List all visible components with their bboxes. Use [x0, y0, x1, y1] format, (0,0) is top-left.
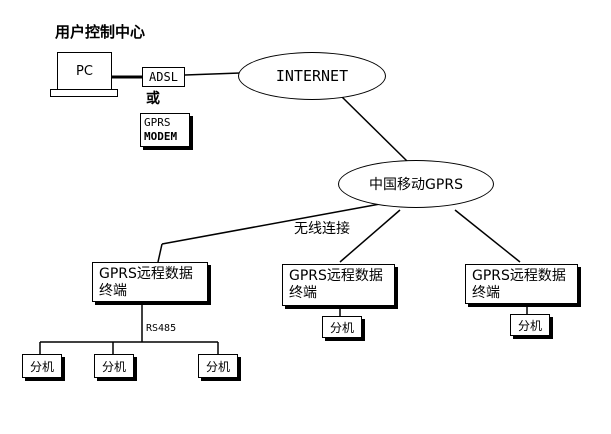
remote-terminal-2: GPRS远程数据 终端	[282, 264, 395, 306]
terminal-2-line1: GPRS远程数据	[289, 268, 383, 284]
adsl-internet-link	[184, 72, 241, 76]
wireless-label: 无线连接	[294, 221, 350, 237]
remote-terminal-3: GPRS远程数据 终端	[465, 264, 578, 304]
user-center-title: 用户控制中心	[55, 23, 146, 41]
extension-5-label: 分机	[517, 318, 542, 333]
extension-box-3: 分机	[198, 354, 238, 378]
extension-4-label: 分机	[329, 320, 354, 335]
adsl-box: ADSL	[142, 67, 185, 87]
internet-ellipse: INTERNET	[238, 52, 386, 100]
rs485-label: RS485	[146, 323, 177, 334]
china-mobile-gprs-ellipse: 中国移动GPRS	[338, 160, 494, 208]
pc-keyboard	[50, 89, 118, 97]
internet-mobile-link	[339, 94, 409, 163]
terminal-2-line2: 终端	[289, 285, 317, 301]
mobile-terminal2-link	[339, 209, 401, 263]
terminal-1-line2: 终端	[99, 283, 127, 299]
mobile-terminal3-link	[454, 209, 521, 263]
extension-2-label: 分机	[101, 359, 126, 374]
pc-label: PC	[76, 63, 93, 79]
extension-box-5: 分机	[510, 314, 550, 336]
adsl-label: ADSL	[149, 70, 178, 84]
internet-label: INTERNET	[275, 67, 349, 85]
terminal-3-line2: 终端	[472, 285, 500, 301]
extension-1-label: 分机	[29, 359, 54, 374]
gprs-modem-line2: MODEM	[144, 130, 178, 143]
or-label: 或	[146, 91, 160, 107]
extension-box-2: 分机	[94, 354, 134, 378]
gprs-modem-box: GPRS MODEM	[140, 113, 190, 147]
extension-3-label: 分机	[205, 359, 230, 374]
extension-box-1: 分机	[22, 354, 62, 378]
gprs-modem-line1: GPRS	[144, 116, 171, 129]
terminal-1-line1: GPRS远程数据	[99, 266, 193, 282]
china-mobile-gprs-label: 中国移动GPRS	[369, 177, 463, 193]
terminal1-drop	[157, 243, 163, 263]
terminal-3-line1: GPRS远程数据	[472, 268, 566, 284]
extension-box-4: 分机	[322, 316, 362, 338]
mobile-terminal1-link	[161, 203, 381, 245]
remote-terminal-1: GPRS远程数据 终端	[92, 262, 208, 302]
pc-monitor: PC	[57, 52, 112, 90]
